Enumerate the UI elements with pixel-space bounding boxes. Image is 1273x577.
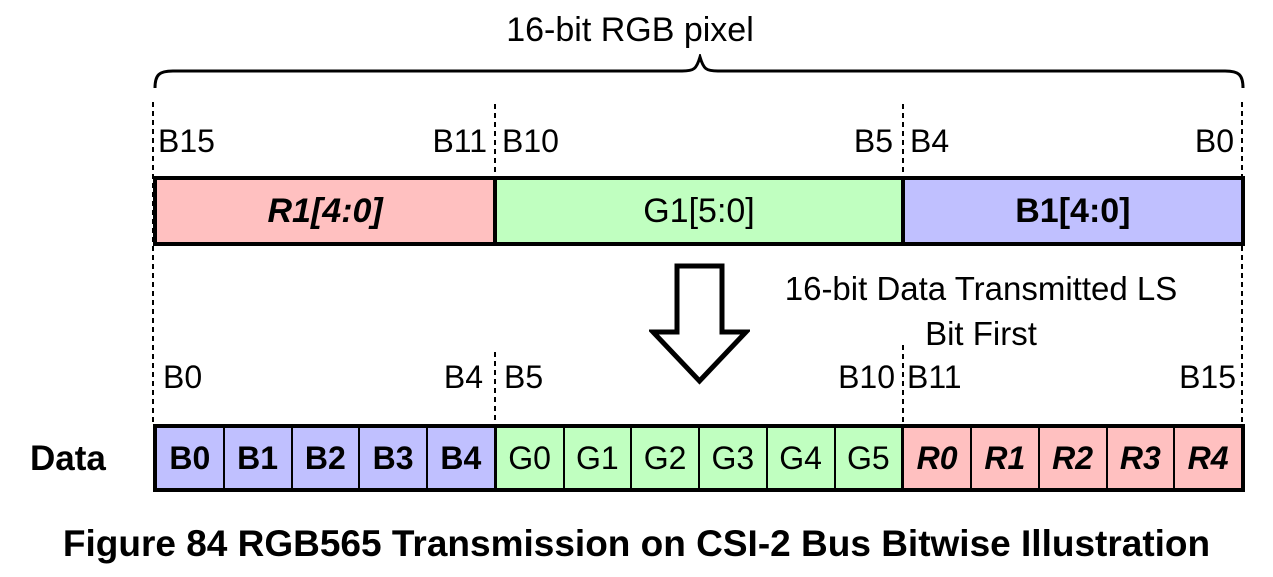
data-cell-g5: G5 — [835, 428, 905, 488]
pixel-segment-red: R1[4:0] — [157, 180, 498, 242]
bit-boundary-dashed-line-left — [152, 102, 154, 424]
data-bar: B0 B1 B2 B3 B4 G0 G1 G2 G3 G4 G5 R0 R1 R… — [153, 424, 1245, 492]
data-cell-r4: R4 — [1175, 428, 1241, 488]
data-cell-g4: G4 — [767, 428, 836, 488]
data-cell-b1: B1 — [224, 428, 293, 488]
data-bit-label-b10: B10 — [838, 359, 895, 395]
pixel-bit-label-b5: B5 — [853, 123, 893, 159]
data-cell-g1: G1 — [564, 428, 633, 488]
pixel-bit-label-b0: B0 — [1194, 123, 1234, 159]
data-cell-g3: G3 — [700, 428, 768, 488]
data-bit-label-b0: B0 — [163, 359, 203, 395]
pixel-bit-label-b10: B10 — [502, 123, 559, 159]
data-bit-label-b4: B4 — [443, 359, 483, 395]
data-bit-label-b11: B11 — [907, 359, 962, 395]
down-arrow-icon — [649, 263, 750, 387]
data-cell-r1: R1 — [972, 428, 1040, 488]
bit-boundary-dashed-line-b4-top — [902, 104, 904, 176]
data-cell-b3: B3 — [360, 428, 428, 488]
data-cell-r0: R0 — [904, 428, 972, 488]
pixel-bit-label-b4: B4 — [910, 123, 950, 159]
transmission-note-line2: Bit First — [925, 315, 1037, 352]
pixel-title: 16-bit RGB pixel — [506, 11, 754, 49]
bit-boundary-dashed-line-right — [1241, 102, 1243, 424]
bit-boundary-dashed-line-b11-top — [494, 104, 496, 176]
data-cell-g2: G2 — [632, 428, 700, 488]
pixel-bit-label-b15: B15 — [158, 123, 215, 159]
data-bit-label-b15: B15 — [1179, 359, 1236, 395]
pixel-segment-green: G1[5:0] — [497, 180, 905, 242]
bit-boundary-dashed-line-b11-bottom — [902, 345, 904, 424]
transmission-note: 16-bit Data Transmitted LS Bit First — [758, 266, 1204, 356]
figure-caption: Figure 84 RGB565 Transmission on CSI-2 B… — [62, 523, 1211, 564]
data-cell-b2: B2 — [292, 428, 361, 488]
curly-brace-icon — [153, 54, 1245, 90]
transmission-note-line1: 16-bit Data Transmitted LS — [784, 270, 1178, 307]
data-cell-b4: B4 — [428, 428, 497, 488]
data-cell-b0: B0 — [157, 428, 225, 488]
data-bit-label-b5: B5 — [504, 359, 544, 395]
bit-boundary-dashed-line-b5-bottom — [494, 352, 496, 424]
data-cell-g0: G0 — [496, 428, 565, 488]
data-cell-r2: R2 — [1039, 428, 1108, 488]
data-row-label: Data — [30, 439, 106, 478]
data-cell-r3: R3 — [1107, 428, 1176, 488]
pixel-bar: R1[4:0] G1[5:0] B1[4:0] — [153, 176, 1245, 246]
pixel-segment-blue: B1[4:0] — [904, 180, 1241, 242]
pixel-bit-label-b11: B11 — [432, 123, 487, 159]
